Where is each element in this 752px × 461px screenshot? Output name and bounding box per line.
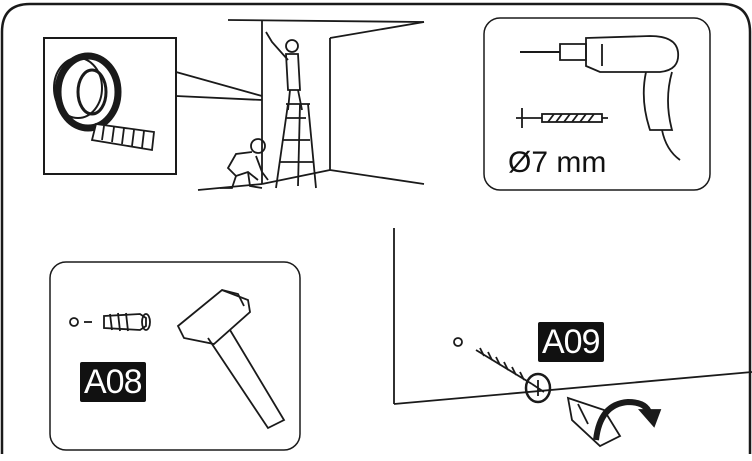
wall-hole-icon [70, 318, 78, 326]
drill-size-label: Ø7 mm [508, 146, 606, 180]
anchor-panel [50, 262, 300, 450]
anchor-panel-box [50, 262, 300, 450]
callout-line-bottom [176, 96, 262, 100]
wall-hole-icon-2 [454, 338, 462, 346]
part-badge-a09: A09 [538, 322, 604, 362]
callout-line-top [176, 72, 262, 96]
person-on-ladder-icon [266, 32, 316, 188]
tape-roll-icon [54, 56, 154, 150]
kneeling-person-icon [220, 139, 268, 188]
wall-anchor-icon [104, 313, 150, 331]
drill-icon [520, 36, 680, 160]
rotate-clockwise-icon [596, 402, 660, 440]
hammer-icon [178, 290, 284, 428]
room-scene [198, 20, 424, 190]
measure-panel [44, 20, 424, 190]
drill-bit-depth-icon [516, 108, 608, 128]
part-badge-a08: A08 [80, 362, 146, 402]
